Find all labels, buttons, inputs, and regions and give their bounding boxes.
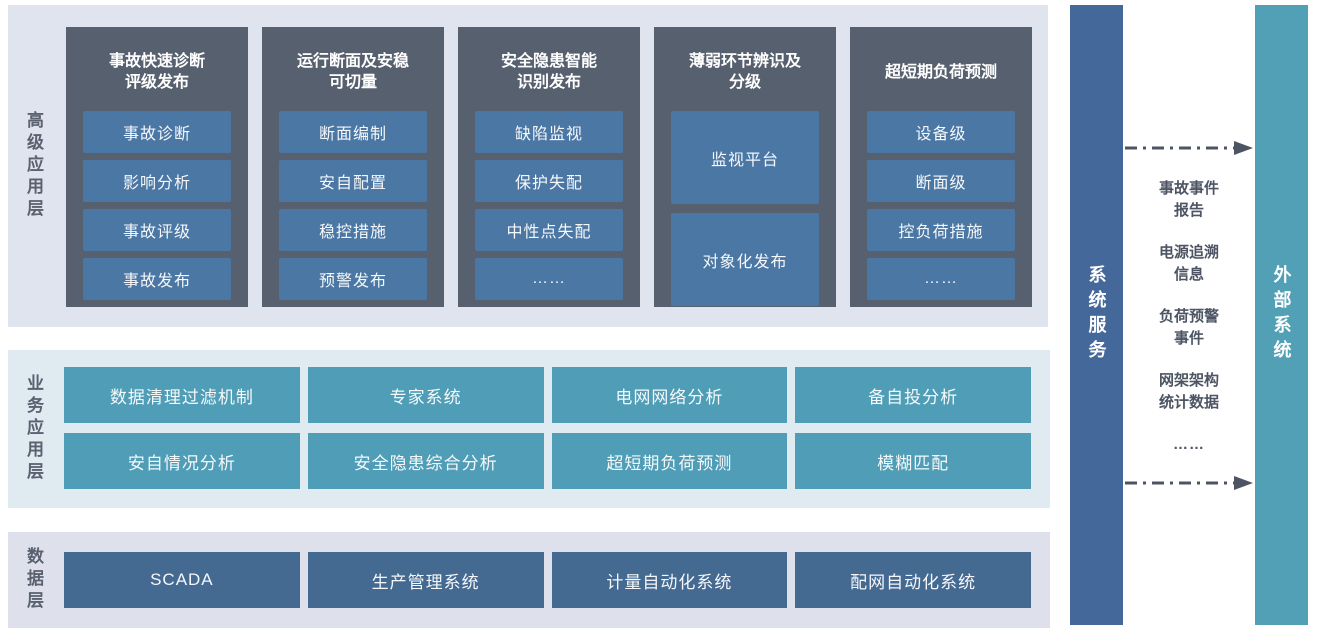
module-item: 稳控措施: [279, 209, 427, 251]
module-item: 事故诊断: [83, 111, 231, 153]
module-column-title: 运行断面及安稳 可切量: [296, 53, 409, 91]
module-item: 安自配置: [279, 160, 427, 202]
module-item: 缺陷监视: [475, 111, 623, 153]
layer-label-business: 业务应用层: [24, 374, 43, 484]
business-box: 超短期负荷预测: [551, 433, 788, 489]
business-box: 模糊匹配: [795, 433, 1031, 489]
module-item: 控负荷措施: [867, 209, 1015, 251]
exchange-item-ellipsis: ……: [1173, 436, 1205, 453]
module-column-accident-diagnosis: 事故快速诊断 评级发布 事故诊断 影响分析 事故评级 事故发布: [66, 27, 248, 307]
business-box: 数据清理过滤机制: [64, 367, 300, 423]
external-system-label: 外部系统: [1271, 265, 1292, 365]
data-source-row: SCADA 生产管理系统 计量自动化系统 配网自动化系统: [64, 552, 1031, 608]
system-service-bar: 系统服务: [1070, 5, 1123, 625]
data-source-box: 配网自动化系统: [795, 552, 1031, 608]
module-column-title: 事故快速诊断 评级发布: [108, 53, 205, 91]
module-item: 中性点失配: [475, 209, 623, 251]
module-column-operation-section: 运行断面及安稳 可切量 断面编制 安自配置 稳控措施 预警发布: [262, 27, 444, 307]
data-source-box: 生产管理系统: [307, 552, 544, 608]
business-grid: 数据清理过滤机制 专家系统 电网网络分析 备自投分析 安自情况分析 安全隐患综合…: [64, 367, 1031, 489]
exchange-item: 事故事件 报告: [1158, 180, 1219, 219]
data-source-box: SCADA: [64, 552, 300, 608]
dashed-arrow-right-icon: [1125, 476, 1253, 490]
exchange-item: 负荷预警 事件: [1158, 308, 1219, 347]
exchange-item: 网架架构 统计数据: [1158, 372, 1219, 411]
module-item: 断面编制: [279, 111, 427, 153]
module-columns: 事故快速诊断 评级发布 事故诊断 影响分析 事故评级 事故发布 运行断面及安稳 …: [66, 27, 1032, 307]
module-item: 设备级: [867, 111, 1015, 153]
layer-label-data: 数据层: [24, 547, 43, 613]
module-column-title: 安全隐患智能 识别发布: [500, 53, 597, 91]
module-item: 事故发布: [83, 258, 231, 300]
advanced-application-layer: 高级应用层 事故快速诊断 评级发布 事故诊断 影响分析 事故评级 事故发布 运行…: [8, 5, 1048, 327]
module-column-load-forecast: 超短期负荷预测 设备级 断面级 控负荷措施 ……: [850, 27, 1032, 307]
module-column-weak-link: 薄弱环节辨识及 分级 监视平台 对象化发布: [654, 27, 836, 307]
external-system-bar: 外部系统: [1255, 5, 1308, 625]
data-layer: 数据层 SCADA 生产管理系统 计量自动化系统 配网自动化系统: [8, 532, 1050, 628]
module-item: 预警发布: [279, 258, 427, 300]
module-item: 对象化发布: [671, 213, 819, 306]
exchange-item-list: 事故事件 报告 电源追溯 信息 负荷预警 事件 网架架构 统计数据 ……: [1123, 178, 1255, 456]
dashed-arrow-right-icon: [1125, 141, 1253, 155]
module-item-ellipsis: ……: [475, 258, 623, 300]
module-item: 断面级: [867, 160, 1015, 202]
module-column-hidden-danger: 安全隐患智能 识别发布 缺陷监视 保护失配 中性点失配 ……: [458, 27, 640, 307]
module-column-title: 超短期负荷预测: [884, 63, 997, 81]
business-box: 电网网络分析: [551, 367, 788, 423]
exchange-item: 电源追溯 信息: [1158, 244, 1219, 283]
module-column-title: 薄弱环节辨识及 分级: [688, 53, 801, 91]
module-item: 保护失配: [475, 160, 623, 202]
business-box: 安自情况分析: [64, 433, 300, 489]
system-service-label: 系统服务: [1086, 265, 1107, 365]
module-item: 影响分析: [83, 160, 231, 202]
data-source-box: 计量自动化系统: [551, 552, 788, 608]
business-application-layer: 业务应用层 数据清理过滤机制 专家系统 电网网络分析 备自投分析 安自情况分析 …: [8, 350, 1050, 508]
layer-label-advanced: 高级应用层: [24, 111, 43, 221]
business-box: 备自投分析: [795, 367, 1031, 423]
module-item-ellipsis: ……: [867, 258, 1015, 300]
module-item: 监视平台: [671, 111, 819, 204]
business-box: 安全隐患综合分析: [307, 433, 544, 489]
module-item: 事故评级: [83, 209, 231, 251]
business-box: 专家系统: [307, 367, 544, 423]
